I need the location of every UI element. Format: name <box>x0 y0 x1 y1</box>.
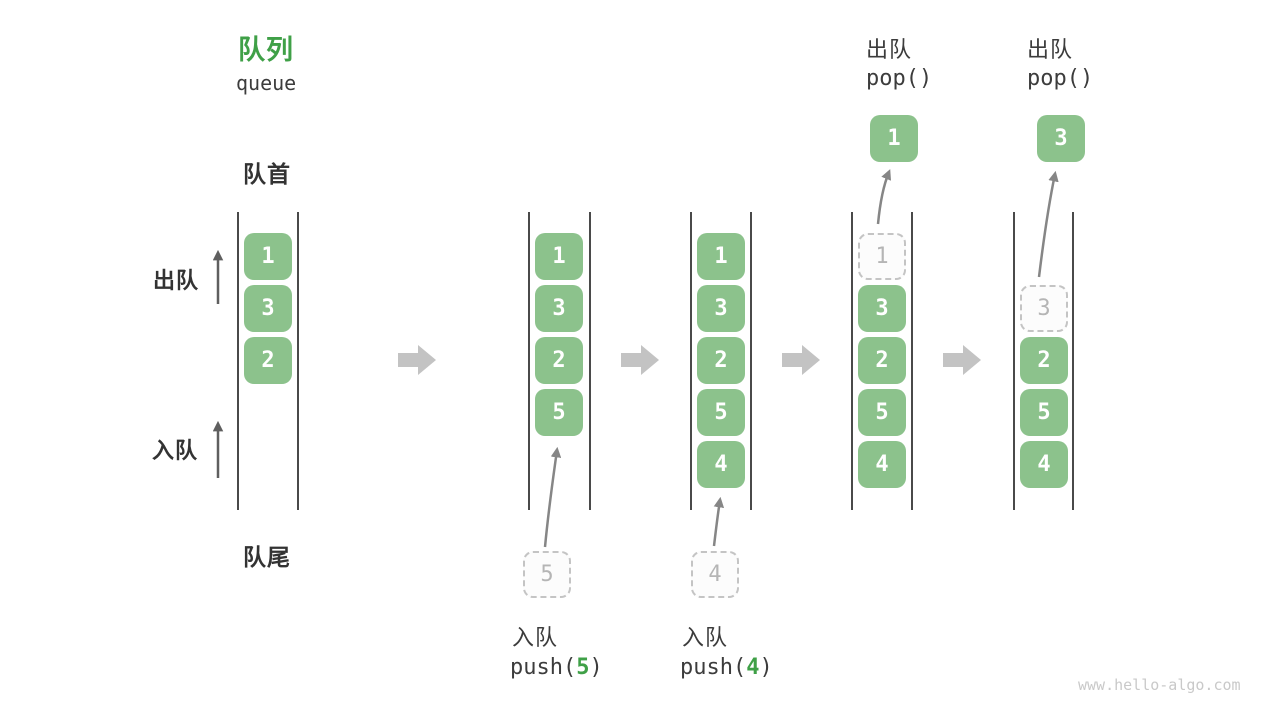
figure-subtitle: queue <box>236 71 297 95</box>
pop2-label: 出队 <box>1027 37 1074 62</box>
state-transition-arrow-icon <box>621 345 659 375</box>
figure-title: 队列 <box>238 35 294 65</box>
queue4-right-wall <box>911 212 913 510</box>
queue3-right-wall <box>750 212 752 510</box>
state-transition-arrow-icon <box>943 345 981 375</box>
push5-arrow-icon <box>543 446 562 548</box>
queue4-item: 4 <box>858 441 906 488</box>
queue2-right-wall <box>589 212 591 510</box>
queue4-item: 2 <box>858 337 906 384</box>
queue5-item: 5 <box>1020 389 1068 436</box>
state-transition-arrow-icon <box>398 345 436 375</box>
label-queue-rear: 队尾 <box>243 544 291 570</box>
watermark: www.hello-algo.com <box>1078 676 1241 694</box>
push4-fn: push( <box>680 655 747 680</box>
queue5-item: 2 <box>1020 337 1068 384</box>
queue2-item: 2 <box>535 337 583 384</box>
queue2-left-wall <box>528 212 530 510</box>
queue1-item: 3 <box>244 285 292 332</box>
push5-fn: push( <box>510 655 577 680</box>
queue3-item: 1 <box>697 233 745 280</box>
queue3-item: 3 <box>697 285 745 332</box>
queue5-item: 4 <box>1020 441 1068 488</box>
queue5-right-wall <box>1072 212 1074 510</box>
push4-code: push(4) <box>680 655 773 680</box>
pop2-code: pop() <box>1027 66 1094 91</box>
label-queue-front: 队首 <box>243 161 291 187</box>
queue4-popped-slot: 1 <box>858 233 906 280</box>
queue1-right-wall <box>297 212 299 510</box>
push4-arg: 4 <box>746 655 760 680</box>
queue4-item: 5 <box>858 389 906 436</box>
queue3-item: 2 <box>697 337 745 384</box>
label-enqueue-direction: 入队 <box>152 438 199 463</box>
push5-arg: 5 <box>576 655 590 680</box>
queue4-item: 3 <box>858 285 906 332</box>
push5-close: ) <box>589 655 603 680</box>
push4-arrow-icon <box>712 496 725 547</box>
pop1-label: 出队 <box>866 37 913 62</box>
queue3-item: 5 <box>697 389 745 436</box>
queue5-left-wall <box>1013 212 1015 510</box>
pop1-arrow-icon <box>876 169 892 225</box>
push4-staged-box: 4 <box>691 551 739 598</box>
queue2-item: 1 <box>535 233 583 280</box>
pop2-result-box: 3 <box>1037 115 1085 162</box>
queue2-item: 5 <box>535 389 583 436</box>
queue3-left-wall <box>690 212 692 510</box>
queue4-left-wall <box>851 212 853 510</box>
queue2-item: 3 <box>535 285 583 332</box>
pop1-result-box: 1 <box>870 115 918 162</box>
state-transition-arrow-icon <box>782 345 820 375</box>
push4-label: 入队 <box>682 625 729 650</box>
push5-staged-box: 5 <box>523 551 571 598</box>
queue1-item: 1 <box>244 233 292 280</box>
push5-code: push(5) <box>510 655 603 680</box>
pop2-arrow-icon <box>1037 170 1059 278</box>
push4-close: ) <box>759 655 773 680</box>
pop1-code: pop() <box>866 66 933 91</box>
label-dequeue-direction: 出队 <box>153 268 200 293</box>
queue1-left-wall <box>237 212 239 510</box>
queue1-item: 2 <box>244 337 292 384</box>
queue5-popped-slot: 3 <box>1020 285 1068 332</box>
push5-label: 入队 <box>512 625 559 650</box>
queue3-item: 4 <box>697 441 745 488</box>
